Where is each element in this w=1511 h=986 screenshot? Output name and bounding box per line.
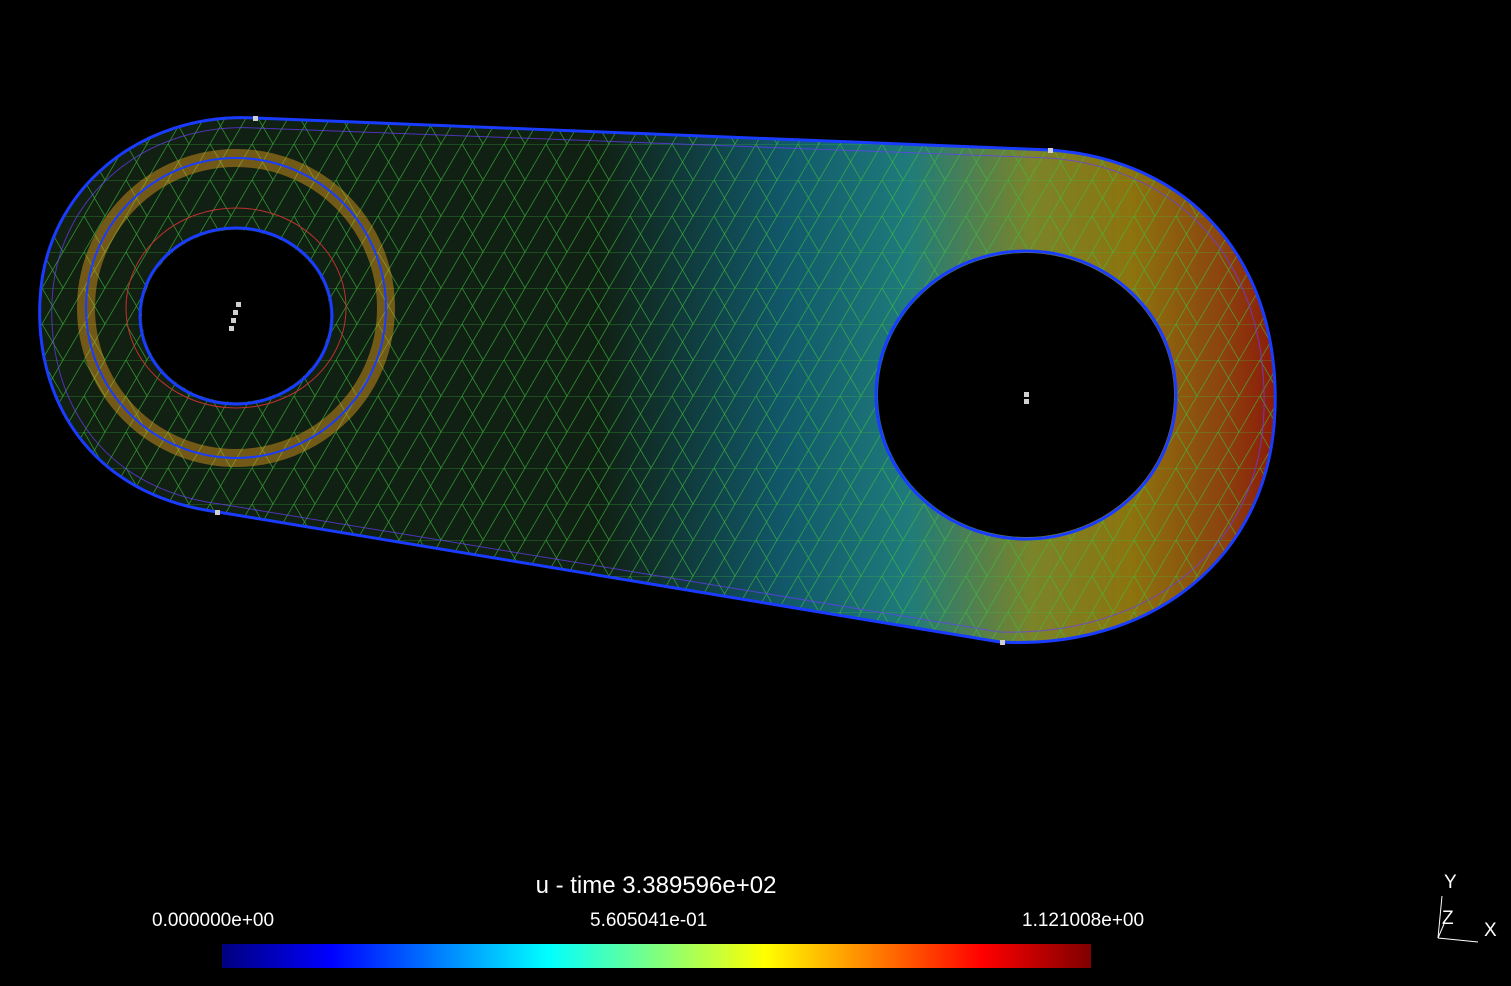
colorbar-mid-label: 5.605041e-01 [590,910,708,931]
node-markers [215,116,1053,645]
part-outline-inner [51,127,1265,633]
colorbar-max-label: 1.121008e+00 [1022,910,1145,931]
orientation-axes: Y Z X [1420,868,1510,948]
axis-x-label: X [1484,920,1497,941]
part-mesh [39,117,1276,643]
big-end-ring [874,249,1178,541]
colorbar [222,944,1091,968]
small-end-ring [77,149,395,467]
connecting-rod-part [39,117,1276,643]
part-outline [38,116,1277,644]
colorbar-min-label: 0.000000e+00 [152,910,275,931]
axis-y-label: Y [1444,872,1457,893]
axis-z-label: Z [1442,908,1454,929]
mesh-scene[interactable] [0,0,1511,860]
axes-lines [1437,895,1479,943]
legend-title: u - time 3.389596e+02 [535,872,777,899]
